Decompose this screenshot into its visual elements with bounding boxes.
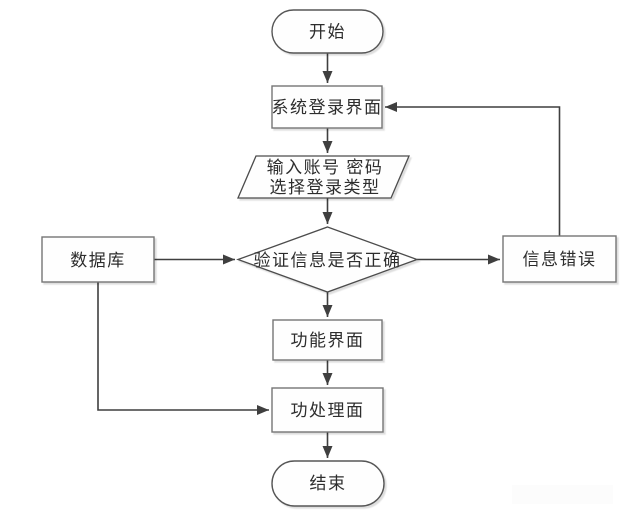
input-label-line1: 输入账号 密码 [267, 158, 384, 177]
process-label: 功处理面 [291, 401, 365, 420]
node-layer: 开始 系统登录界面 输入账号 密码 选择登录类型 验证信息是否正确 数据库 [41, 9, 617, 507]
edge-layer [97, 53, 561, 458]
input-label-line2: 选择登录类型 [270, 178, 381, 197]
node-end: 结束 [271, 460, 385, 507]
start-label: 开始 [309, 23, 346, 42]
node-error: 信息错误 [502, 235, 617, 283]
node-verify: 验证信息是否正确 [236, 226, 419, 293]
error-rect-shape [502, 235, 617, 283]
node-database: 数据库 [41, 236, 155, 283]
database-rect-shape [41, 236, 155, 283]
function-rect-shape [272, 319, 383, 361]
node-login: 系统登录界面 [271, 85, 383, 129]
login-rect-shape [271, 85, 383, 129]
end-label: 结束 [310, 474, 347, 493]
node-function: 功能界面 [272, 319, 383, 361]
node-process: 功处理面 [271, 387, 384, 433]
input-parallelogram-shape [237, 155, 410, 199]
edge-error-login-feedback [385, 102, 561, 236]
error-label: 信息错误 [523, 250, 597, 269]
end-terminator-shape [271, 460, 385, 507]
verify-label: 验证信息是否正确 [254, 251, 402, 270]
node-input: 输入账号 密码 选择登录类型 [237, 155, 410, 199]
watermark-remnant [512, 485, 613, 504]
process-rect-shape [271, 387, 384, 433]
function-label: 功能界面 [291, 331, 365, 350]
verify-diamond-shape [236, 226, 419, 293]
database-label: 数据库 [70, 251, 126, 270]
login-label: 系统登录界面 [272, 98, 383, 117]
node-start: 开始 [271, 9, 384, 54]
edge-database-process [97, 282, 269, 415]
start-terminator-shape [271, 9, 384, 54]
